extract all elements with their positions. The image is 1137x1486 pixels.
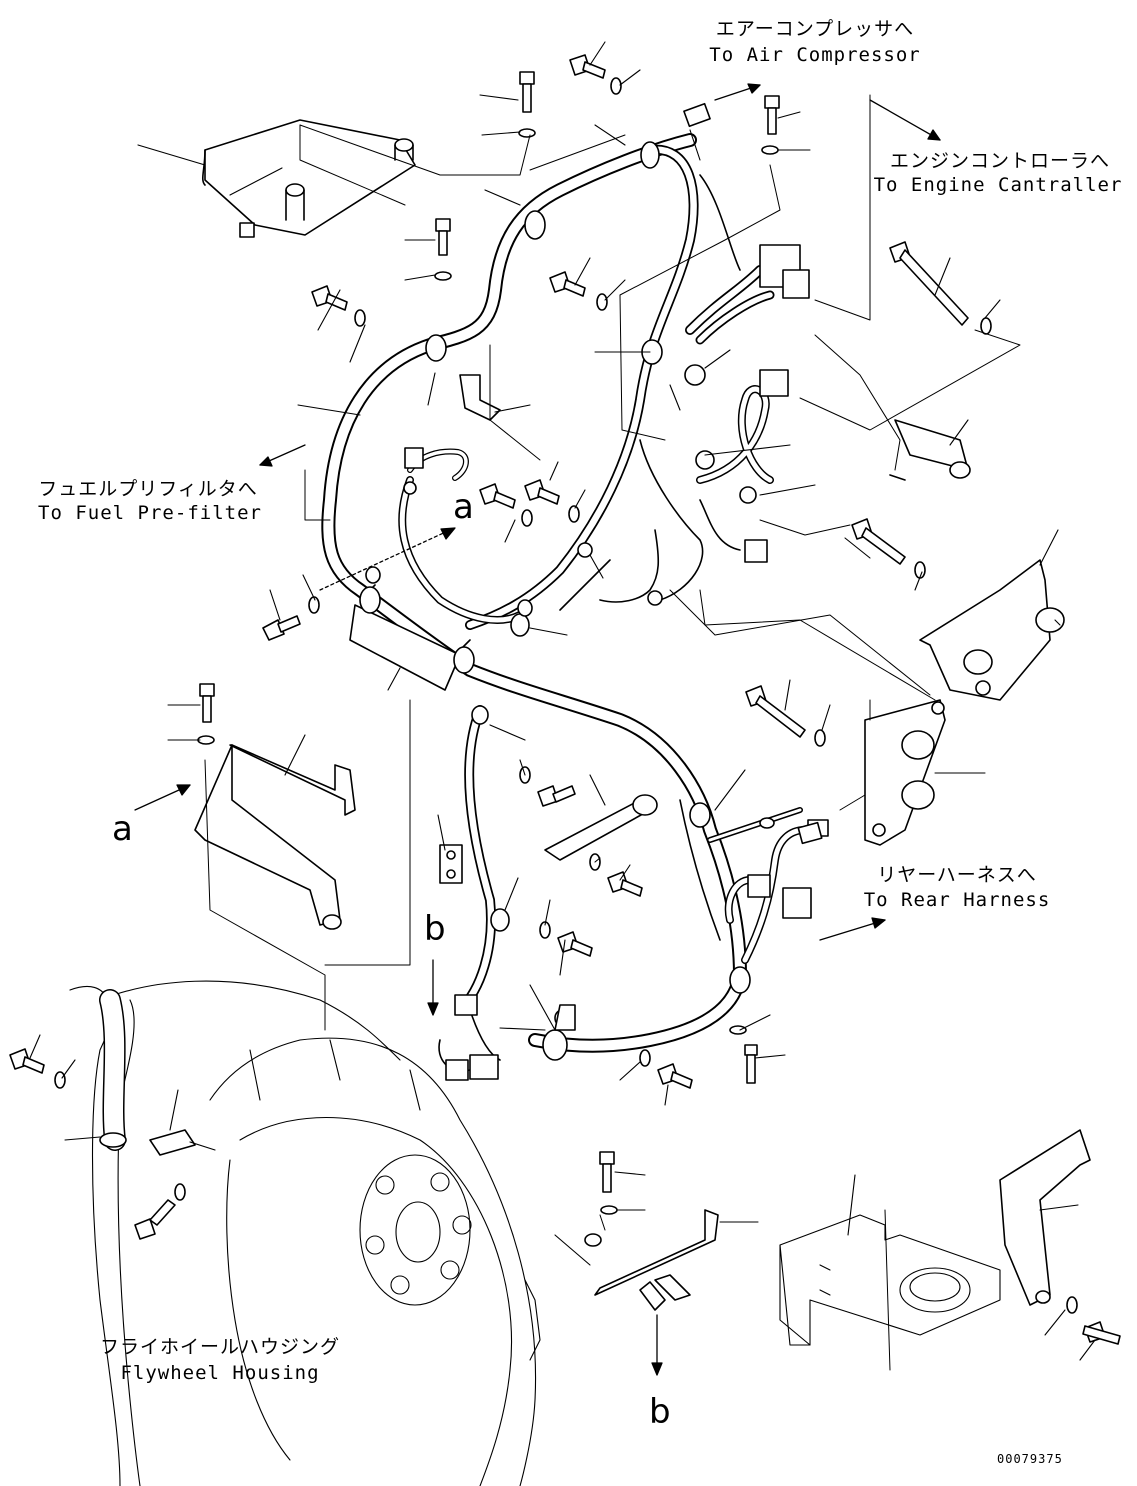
- air-compressor-label-en: To Air Compressor: [709, 44, 921, 66]
- flywheel-harness-tube: [99, 989, 127, 1151]
- fuel-prefilter-label-jp: フュエルプリフィルタへ: [38, 478, 258, 500]
- leader-lines: [29, 41, 1096, 1361]
- connectors: [404, 102, 829, 1081]
- rear-harness-label-jp: リヤーハーネスへ: [877, 864, 1037, 886]
- rear-harness-label-en: To Rear Harness: [863, 889, 1051, 911]
- mounting-block: [779, 1214, 1001, 1346]
- view-letter-b-bottom: b: [649, 1392, 671, 1432]
- bolts: [9, 54, 1121, 1345]
- engine-controller-label-en: To Engine Cantraller: [873, 174, 1123, 196]
- air-compressor-label-jp: エアーコンプレッサへ: [715, 18, 915, 40]
- figure-number: 00079375: [997, 1452, 1063, 1466]
- routing-lines: [204, 94, 1021, 1371]
- flywheel-housing-label-jp: フライホイールハウジング: [99, 1336, 341, 1358]
- engine-controller-label-jp: エンジンコントローラへ: [889, 150, 1111, 172]
- arrows: [134, 83, 941, 1376]
- clamps: [359, 141, 757, 1061]
- fuel-prefilter-label-en: To Fuel Pre-filter: [38, 502, 262, 524]
- flywheel-housing-label-en: Flywheel Housing: [120, 1362, 320, 1384]
- brackets: [149, 119, 1091, 1311]
- view-letter-a-left: a: [112, 809, 133, 849]
- view-letter-b-left: b: [424, 909, 446, 949]
- view-letter-a-upper: a: [453, 487, 474, 527]
